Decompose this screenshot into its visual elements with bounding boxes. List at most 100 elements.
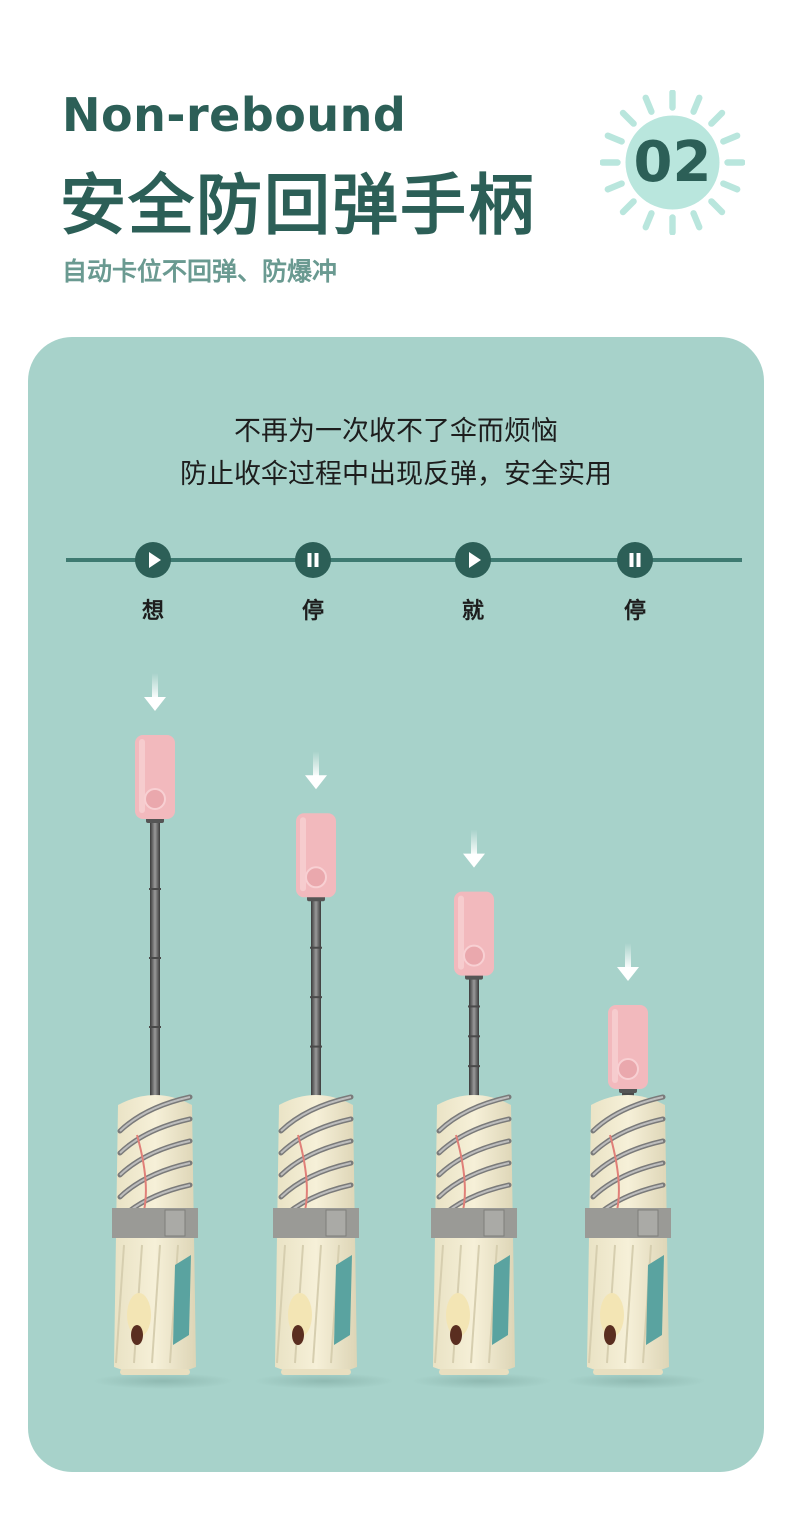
pause-icon [307,553,319,567]
sun-ray [604,180,625,193]
umbrella-tip [439,1369,509,1375]
canopy-rib-highlight [438,1140,510,1176]
print-accent [646,1255,664,1345]
timeline-track [66,558,742,562]
sun-ray [708,198,726,216]
telescopic-shaft [150,819,160,1101]
sun-ray [619,109,637,127]
strap-tab [637,1209,659,1237]
umbrella-fully-extended [93,673,233,1389]
timeline-step-1 [135,542,171,578]
shaft-joint [468,1065,480,1068]
shaft-joint [310,996,322,999]
timeline-label-1: 想 [141,599,164,624]
arrow-shaft [625,943,631,969]
print-accent [173,1255,191,1345]
ground-shadow [254,1373,394,1389]
strap-tab [164,1209,186,1237]
ground-shadow [412,1373,552,1389]
print-figure-detail [604,1325,616,1345]
umbrella-tip [593,1369,663,1375]
canopy-fold [588,1244,598,1364]
print-accent [492,1255,510,1345]
timeline-step-3 [455,542,491,578]
pause-icon [629,553,641,567]
canopy-rib-highlight [592,1140,664,1176]
canopy-rib-highlight [119,1140,191,1176]
canopy-rib-highlight [592,1096,664,1132]
canopy-rib-highlight [280,1096,352,1132]
timeline-label-2: 停 [301,599,324,624]
sun-ray [690,210,703,231]
ground-shadow [566,1373,706,1389]
print-figure-detail [292,1325,304,1345]
sun-ray [642,94,655,115]
umbrella-illustration [93,673,706,1389]
telescopic-shaft [311,897,321,1101]
canopy-rib-highlight [119,1162,191,1198]
print-accent [334,1255,352,1345]
sun-ray-icon [599,89,746,236]
subheading: 自动卡位不回弹、防爆冲 [62,257,338,286]
canopy-fold [115,1244,125,1364]
canopy-rib-highlight [280,1162,352,1198]
canopy-fold [151,1244,161,1364]
down-arrow-icon [305,775,327,790]
telescopic-shaft [469,975,479,1101]
badge-number: 02 [633,130,712,195]
print-figure [127,1293,151,1337]
handle-highlight [612,1009,618,1083]
sun-ray [604,132,625,145]
strap-tab [325,1209,347,1237]
sun-ray [708,109,726,127]
canopy-rib-highlight [438,1162,510,1198]
arrow-shaft [471,829,477,856]
umbrella-stage-three [412,829,552,1389]
shaft-joint [468,1005,480,1008]
shaft-joint [622,1093,634,1096]
umbrella-tip [281,1369,351,1375]
print-figure [288,1293,312,1337]
play-icon [469,552,481,568]
down-arrow-icon [617,967,639,981]
canopy-fold [470,1244,480,1364]
canopy-fold [276,1244,286,1364]
canopy-rib-highlight [119,1118,191,1154]
panel-text-line-2: 防止收伞过程中出现反弹，安全实用 [180,459,612,490]
umbrella-retracted [566,943,706,1389]
play-icon [149,552,161,568]
sun-ray [642,210,655,231]
print-figure-detail [450,1325,462,1345]
timeline-label-3: 就 [461,599,484,624]
print-figure-detail [131,1325,143,1345]
arrow-shaft [152,673,158,699]
shaft-joint [310,1045,322,1048]
sun-ray [720,132,741,145]
canopy-rib-highlight [438,1096,510,1132]
release-button [617,1058,639,1080]
shaft-joint [149,957,161,959]
release-button [463,944,485,967]
strap-tab [483,1209,505,1237]
down-arrow-icon [144,697,166,711]
panel-text-line-1: 不再为一次收不了伞而烦恼 [234,416,558,447]
release-button [305,866,327,889]
canopy-fold [624,1244,634,1364]
print-figure [600,1293,624,1337]
canopy-rib-highlight [280,1140,352,1176]
umbrella-tip [120,1369,190,1375]
timeline-step-2 [295,542,331,578]
canopy-rib-highlight [438,1118,510,1154]
shaft-joint [149,888,161,890]
canopy-rib-highlight [592,1118,664,1154]
arrow-shaft [313,751,319,778]
heading-english: Non-rebound [62,88,407,142]
info-panel: 不再为一次收不了伞而烦恼 防止收伞过程中出现反弹，安全实用 想 停 就 停 [28,337,764,1472]
shaft-joint [149,1026,161,1028]
heading-chinese: 安全防回弹手柄 [60,167,536,244]
shaft-joint [468,1035,480,1038]
down-arrow-icon [463,853,485,868]
canopy-fold [434,1244,444,1364]
handle-highlight [300,817,306,892]
timeline-label-4: 停 [623,599,646,624]
